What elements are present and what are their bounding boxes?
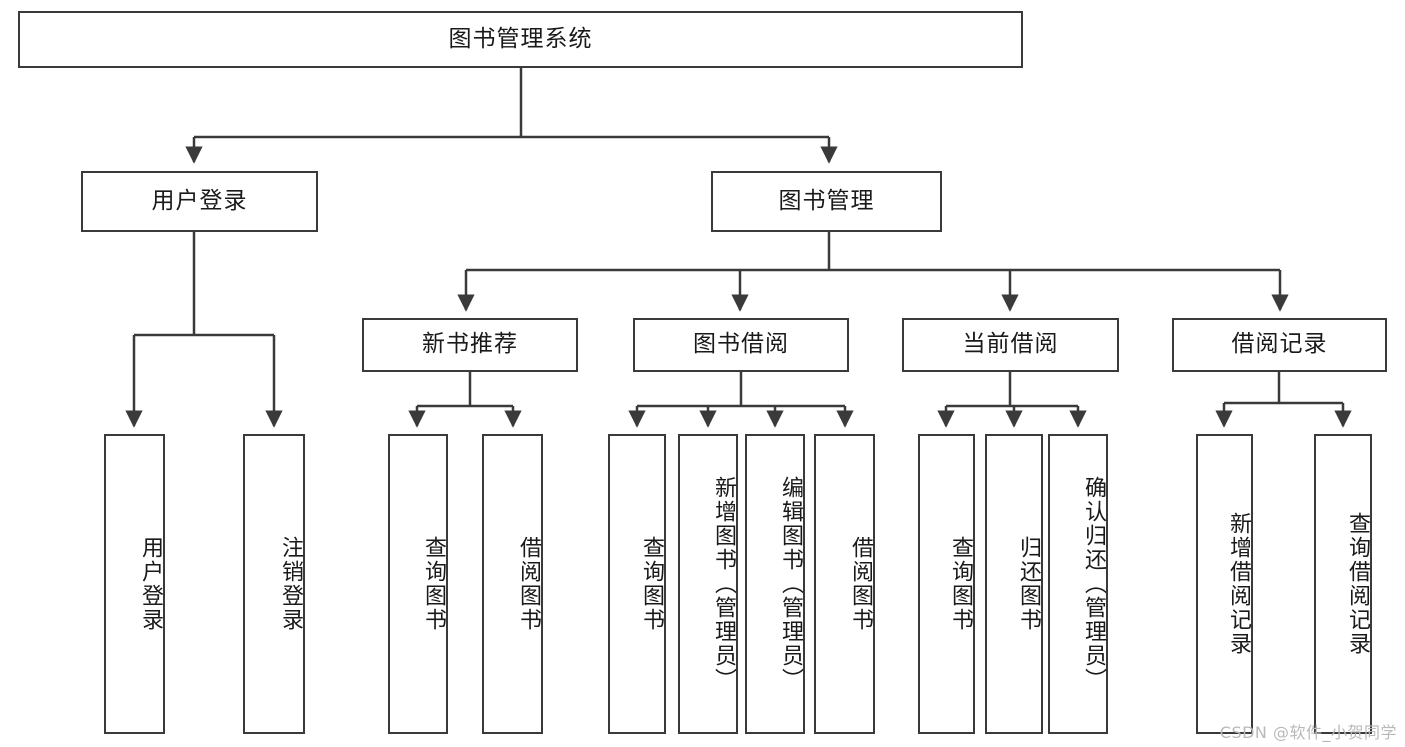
watermark-text: CSDN @软件_小贺同学 [1219,723,1397,742]
node-user-login[interactable]: 用户登录 [81,171,318,232]
node-label: 图书管理系统 [448,25,593,52]
node-leaf-user-login[interactable]: 用户登录 [104,434,165,734]
node-label: 查询图书 [639,536,664,632]
node-label: 查询借阅记录 [1345,512,1370,656]
node-label: 图书借阅 [693,331,789,358]
node-label: 编辑图书（管理员） [778,476,803,692]
node-leaf-add-record[interactable]: 新增借阅记录 [1196,434,1253,734]
node-leaf-edit-book[interactable]: 编辑图书（管理员） [745,434,805,734]
node-leaf-return-book[interactable]: 归还图书 [985,434,1043,734]
node-label: 新增图书（管理员） [711,476,736,692]
node-new-book-rec[interactable]: 新书推荐 [362,318,578,372]
node-label: 查询图书 [421,536,446,632]
node-label: 确认归还（管理员） [1081,476,1106,692]
node-leaf-query-book-b[interactable]: 查询图书 [608,434,666,734]
node-label: 图书管理 [778,187,875,214]
node-leaf-borrow-book-b[interactable]: 借阅图书 [814,434,875,734]
node-root[interactable]: 图书管理系统 [18,11,1023,68]
node-label: 借阅图书 [516,536,541,632]
node-label: 当前借阅 [962,331,1059,358]
node-label: 新增借阅记录 [1226,512,1251,656]
node-label: 借阅图书 [848,536,873,632]
node-leaf-logout[interactable]: 注销登录 [243,434,305,734]
node-borrow-record[interactable]: 借阅记录 [1172,318,1387,372]
node-leaf-query-record[interactable]: 查询借阅记录 [1314,434,1372,734]
node-label: 新书推荐 [422,331,518,358]
node-leaf-add-book[interactable]: 新增图书（管理员） [678,434,738,734]
node-label: 归还图书 [1016,536,1041,632]
node-label: 用户登录 [151,187,248,214]
node-label: 借阅记录 [1231,331,1328,358]
node-leaf-query-book-rec[interactable]: 查询图书 [388,434,448,734]
node-leaf-confirm-return[interactable]: 确认归还（管理员） [1048,434,1108,734]
node-label: 查询图书 [948,536,973,632]
node-label: 注销登录 [278,536,303,632]
node-label: 用户登录 [138,536,163,632]
node-book-borrow[interactable]: 图书借阅 [633,318,849,372]
node-leaf-query-book-c[interactable]: 查询图书 [918,434,975,734]
node-book-manage[interactable]: 图书管理 [711,171,942,232]
node-leaf-borrow-book-rec[interactable]: 借阅图书 [482,434,543,734]
node-current-borrow[interactable]: 当前借阅 [902,318,1119,372]
